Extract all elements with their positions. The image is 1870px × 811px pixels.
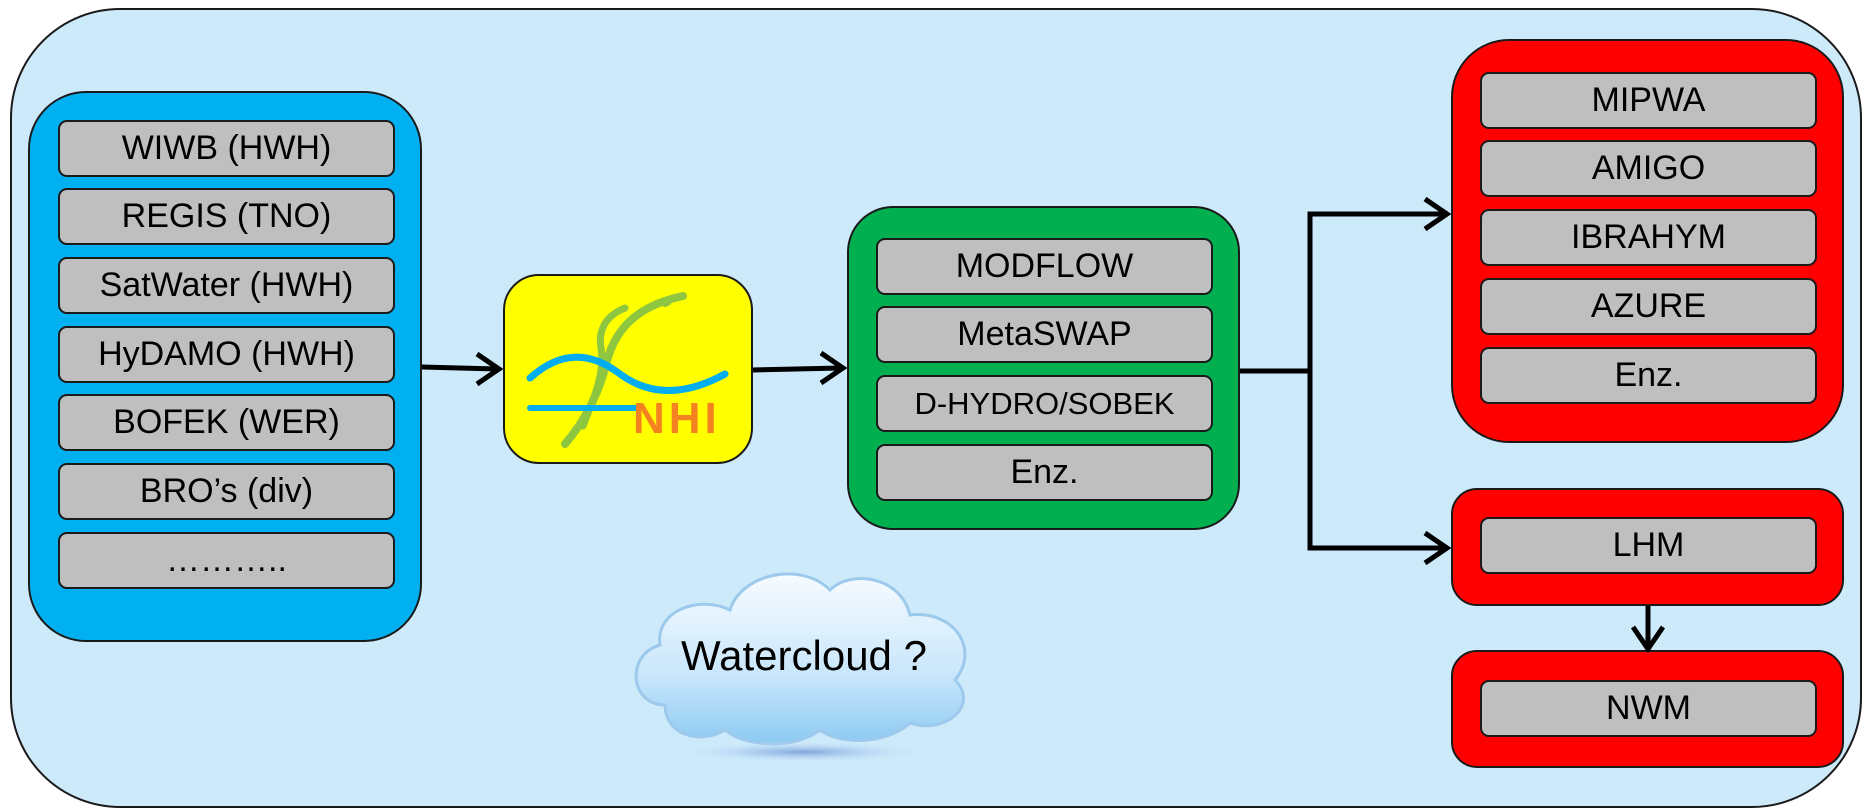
model-item-modflow: MODFLOW xyxy=(876,238,1213,295)
application-item-amigo: AMIGO xyxy=(1480,140,1817,197)
nhi-logo-graphic xyxy=(526,289,729,448)
model-item-metaswap: MetaSWAP xyxy=(876,306,1213,363)
source-item-bofek: BOFEK (WER) xyxy=(58,394,395,451)
application-item-ibrahym: IBRAHYM xyxy=(1480,209,1817,266)
arrow-models-to-lhm xyxy=(1307,371,1452,566)
nwm-item: NWM xyxy=(1480,680,1817,737)
arrow-sources-to-nhi xyxy=(421,351,504,387)
cloud-icon xyxy=(634,572,967,763)
application-item-enz: Enz. xyxy=(1480,347,1817,404)
application-item-mipwa: MIPWA xyxy=(1480,72,1817,129)
source-item-hydamo: HyDAMO (HWH) xyxy=(58,326,395,383)
application-item-azure: AZURE xyxy=(1480,278,1817,335)
model-item-dhydro-sobek: D-HYDRO/SOBEK xyxy=(876,375,1213,432)
arrow-models-to-applications xyxy=(1240,196,1452,374)
lhm-item: LHM xyxy=(1480,517,1817,574)
source-item-wiwb: WIWB (HWH) xyxy=(58,120,395,177)
nhi-logo: NHI xyxy=(503,274,753,464)
watercloud: Watercloud ? xyxy=(625,555,983,770)
nhi-logo-text: NHI xyxy=(633,394,721,443)
arrow-lhm-to-nwm xyxy=(1630,606,1666,654)
arrow-nhi-to-models xyxy=(752,350,848,386)
source-item-more: ……….. xyxy=(58,532,395,589)
source-item-satwater: SatWater (HWH) xyxy=(58,257,395,314)
source-item-regis: REGIS (TNO) xyxy=(58,188,395,245)
model-item-enz: Enz. xyxy=(876,444,1213,501)
watercloud-label: Watercloud ? xyxy=(681,632,927,679)
source-item-bro: BRO’s (div) xyxy=(58,463,395,520)
